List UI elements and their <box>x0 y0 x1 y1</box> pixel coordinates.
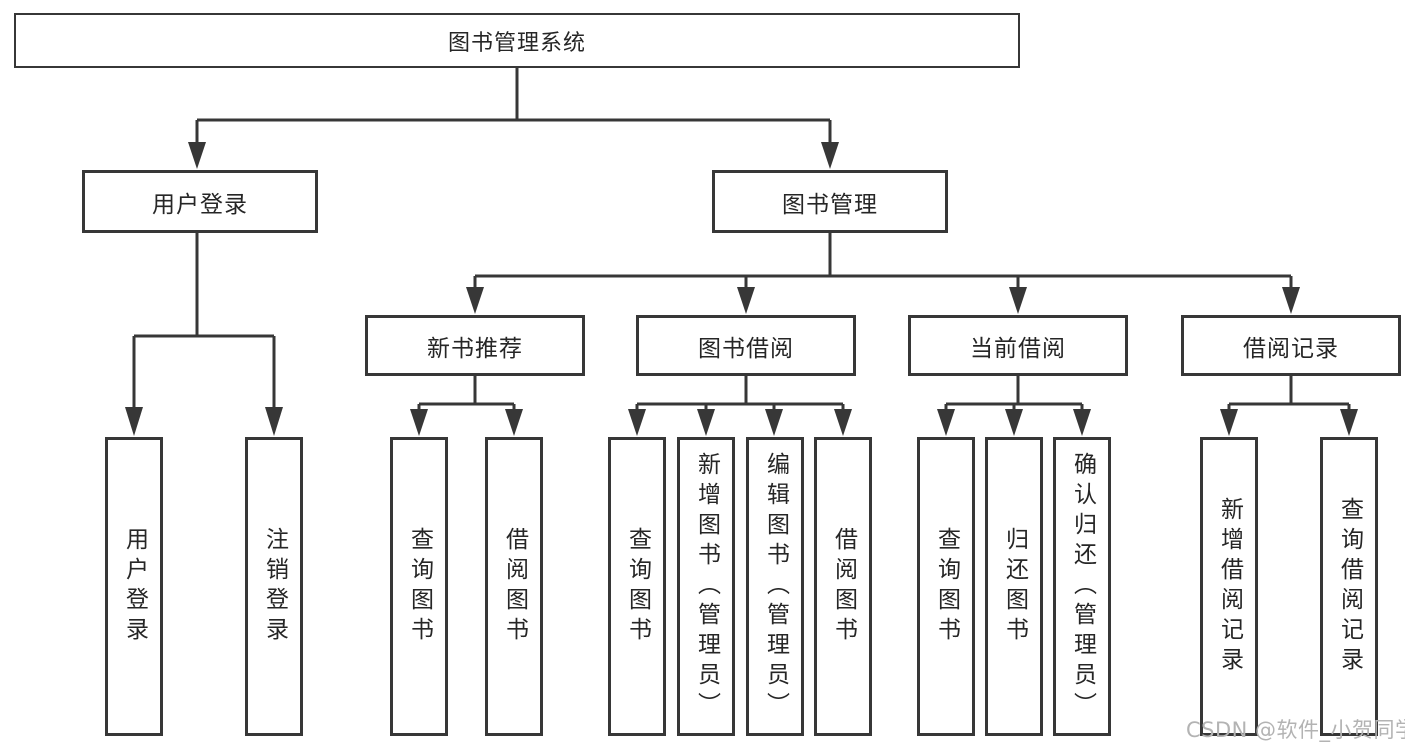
arrowhead <box>1009 287 1027 314</box>
leaf-edit-book-admin: 编辑图书（管理员） <box>746 437 804 736</box>
leaf-label: 新增图书（管理员） <box>693 451 720 722</box>
leaf-label: 新增借阅记录 <box>1216 496 1243 677</box>
arrowhead <box>821 142 839 169</box>
leaf-label: 归还图书 <box>1001 526 1028 647</box>
node-book-borrow: 图书借阅 <box>636 315 856 376</box>
csdn-watermark: CSDN @软件_小贺同学 <box>1186 718 1405 742</box>
arrowhead <box>125 407 143 436</box>
connector-new-book-to-leaves <box>410 376 523 436</box>
leaf-label: 确认归还（管理员） <box>1069 451 1096 722</box>
arrowhead <box>737 287 755 314</box>
node-label: 新书推荐 <box>427 335 523 362</box>
arrowhead <box>466 287 484 314</box>
leaf-logout: 注销登录 <box>245 437 303 736</box>
leaf-label: 注销登录 <box>261 526 288 647</box>
node-label: 图书管理系统 <box>447 30 586 56</box>
arrowhead <box>505 409 523 436</box>
leaf-label: 借阅图书 <box>501 526 528 647</box>
leaf-user-login: 用户登录 <box>105 437 163 736</box>
node-library-management-system: 图书管理系统 <box>14 13 1020 68</box>
leaf-borrow-book-1: 借阅图书 <box>485 437 543 736</box>
arrowhead <box>697 409 715 436</box>
node-new-book-recommend: 新书推荐 <box>365 315 585 376</box>
node-book-management: 图书管理 <box>712 170 948 233</box>
arrowhead <box>265 407 283 436</box>
leaf-add-borrow-record: 新增借阅记录 <box>1200 437 1258 736</box>
arrowhead <box>1340 409 1358 436</box>
connector-root-to-level2 <box>188 68 839 169</box>
node-label: 图书借阅 <box>698 335 794 362</box>
leaf-label: 编辑图书（管理员） <box>762 451 789 722</box>
arrowhead <box>1220 409 1238 436</box>
leaf-label: 借阅图书 <box>830 526 857 647</box>
node-label: 图书管理 <box>782 191 878 218</box>
connector-user-login-to-leaves <box>125 233 283 436</box>
leaf-query-book-2: 查询图书 <box>608 437 666 736</box>
arrowhead <box>1073 409 1091 436</box>
leaf-query-book-1: 查询图书 <box>390 437 448 736</box>
arrowhead <box>188 142 206 169</box>
arrowhead <box>765 409 783 436</box>
leaf-query-book-3: 查询图书 <box>917 437 975 736</box>
leaf-label: 查询图书 <box>933 526 960 647</box>
node-current-borrow: 当前借阅 <box>908 315 1128 376</box>
node-borrow-record: 借阅记录 <box>1181 315 1401 376</box>
arrowhead <box>1282 287 1300 314</box>
leaf-label: 查询借阅记录 <box>1336 496 1363 677</box>
connector-book-borrow-to-leaves <box>628 376 852 436</box>
leaf-return-book: 归还图书 <box>985 437 1043 736</box>
arrowhead <box>834 409 852 436</box>
arrowhead <box>410 409 428 436</box>
node-label: 当前借阅 <box>970 335 1066 362</box>
arrowhead <box>1005 409 1023 436</box>
connector-book-management-to-level3 <box>466 233 1300 314</box>
connector-current-borrow-to-leaves <box>937 376 1091 436</box>
leaf-label: 用户登录 <box>121 526 148 647</box>
connector-borrow-record-to-leaves <box>1220 376 1358 436</box>
node-label: 借阅记录 <box>1243 335 1339 362</box>
node-user-login: 用户登录 <box>82 170 318 233</box>
arrowhead <box>628 409 646 436</box>
leaf-label: 查询图书 <box>406 526 433 647</box>
node-label: 用户登录 <box>152 191 248 218</box>
leaf-borrow-book-2: 借阅图书 <box>814 437 872 736</box>
arrowhead <box>937 409 955 436</box>
leaf-label: 查询图书 <box>624 526 651 647</box>
leaf-add-book-admin: 新增图书（管理员） <box>677 437 735 736</box>
leaf-confirm-return-admin: 确认归还（管理员） <box>1053 437 1111 736</box>
leaf-query-borrow-record: 查询借阅记录 <box>1320 437 1378 736</box>
